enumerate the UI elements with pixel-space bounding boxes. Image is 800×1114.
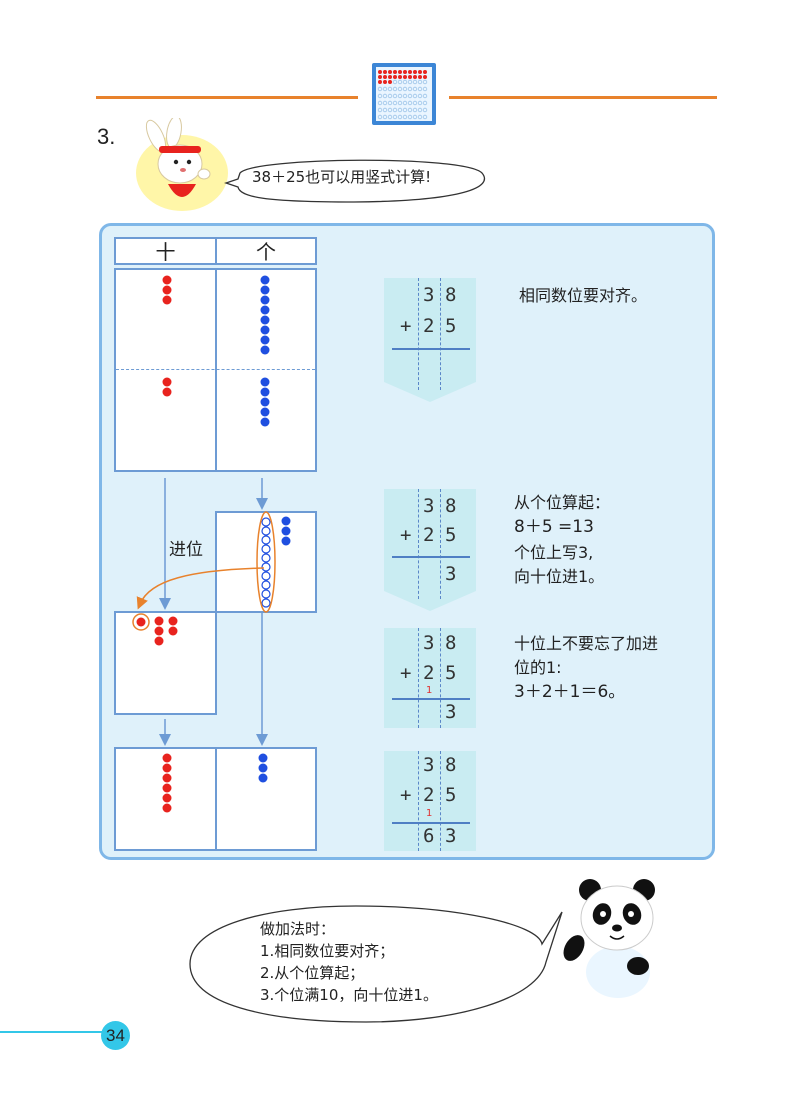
- header-rule-left: [96, 96, 358, 99]
- rabbit-illustration: [130, 115, 230, 213]
- header-rule-right: [449, 96, 717, 99]
- explanation-step1: 相同数位要对齐。: [519, 284, 647, 308]
- step3-operator: +: [400, 662, 412, 684]
- tens-header-label: 十: [155, 240, 176, 264]
- step1-arrow-box: [384, 278, 476, 402]
- explanation-step2b-line1: 个位上写3,: [514, 543, 594, 562]
- step3-sum-line: [392, 698, 470, 700]
- carry-label: 进位: [169, 540, 203, 560]
- step4-bottom-tens: 2: [423, 784, 435, 806]
- step1-top-ones: 8: [445, 284, 457, 306]
- vertical-calc-step2: 3 8 + 2 5 3: [384, 489, 476, 611]
- panda-bubble-title: 做加法时：: [260, 920, 336, 938]
- step3-divider-ones: [418, 628, 419, 728]
- page-number: 34: [101, 1021, 130, 1050]
- step2-sum-line: [392, 556, 470, 558]
- step4-bottom-ones: 5: [445, 784, 457, 806]
- counting-frame-icon: [371, 62, 437, 126]
- explanation-step2a: 从个位算起： 8＋5 =13: [514, 491, 610, 539]
- step4-operator: +: [400, 784, 412, 806]
- step2-top-ones: 8: [445, 495, 457, 517]
- explanation-step3-line1: 十位上不要忘了加进: [514, 634, 659, 653]
- step2-divider-tens: [440, 489, 441, 599]
- step1-bottom-tens: 2: [423, 315, 435, 337]
- explanation-step2b: 个位上写3, 向十位进1。: [514, 541, 604, 589]
- step3-divider-tens: [440, 628, 441, 728]
- addend-divider: [116, 369, 315, 370]
- step4-top-tens: 3: [423, 754, 435, 776]
- tens-column-header: 十: [114, 237, 217, 265]
- step4-result-ones: 3: [445, 825, 457, 847]
- step1-divider-ones: [418, 278, 419, 390]
- vertical-calc-step3: 3 8 + 2 5 1 3: [384, 628, 476, 728]
- step2-bottom-ones: 5: [445, 524, 457, 546]
- step2-arrow-box: [384, 489, 476, 611]
- step1-operator: +: [400, 315, 412, 337]
- explanation-step2a-line2: 8＋5 =13: [514, 517, 594, 537]
- place-value-beads: [132, 275, 291, 813]
- step1-top-tens: 3: [423, 284, 435, 306]
- step3-bottom-ones: 5: [445, 662, 457, 684]
- step3-result-ones: 3: [445, 701, 457, 723]
- step4-sum-line: [392, 822, 470, 824]
- explanation-step2a-line1: 从个位算起：: [514, 493, 611, 512]
- page-number-rule: [0, 1031, 102, 1033]
- panda-bubble-line2: 2.从个位算起；: [260, 964, 365, 982]
- step4-carry-digit: 1: [426, 808, 433, 819]
- step1-divider-tens: [440, 278, 441, 390]
- step4-result-tens: 6: [423, 825, 435, 847]
- step1-bottom-ones: 5: [445, 315, 457, 337]
- panda-bubble-line1: 1.相同数位要对齐；: [260, 942, 395, 960]
- step4-divider-tens: [440, 751, 441, 851]
- ones-header-label: 个: [256, 240, 276, 264]
- explanation-step3: 十位上不要忘了加进 位的1: 3＋2＋1＝6。: [514, 632, 658, 704]
- rabbit-bubble-text: 38＋25也可以用竖式计算!: [252, 168, 432, 186]
- rabbit-speech-bubble: 38＋25也可以用竖式计算!: [224, 155, 490, 205]
- step2-bottom-tens: 2: [423, 524, 435, 546]
- panda-bubble-line3: 3.个位满10，向十位进1。: [260, 986, 438, 1004]
- panda-bubble-text: 做加法时： 1.相同数位要对齐； 2.从个位算起； 3.个位满10，向十位进1。: [260, 918, 438, 1006]
- step1-sum-line: [392, 348, 470, 350]
- step2-operator: +: [400, 524, 412, 546]
- step2-top-tens: 3: [423, 495, 435, 517]
- explanation-step1-line1: 相同数位要对齐。: [519, 286, 648, 305]
- step2-result-ones: 3: [445, 563, 457, 585]
- step3-top-ones: 8: [445, 632, 457, 654]
- vertical-calc-step4: 3 8 + 2 5 1 6 3: [384, 751, 476, 851]
- step4-divider-ones: [418, 751, 419, 851]
- ones-cell-result: [215, 747, 317, 851]
- explanation-step2b-line2: 向十位进1。: [514, 567, 605, 586]
- panda-illustration: [560, 876, 672, 998]
- explanation-step3-line3: 3＋2＋1＝6。: [514, 682, 626, 702]
- step2-divider-ones: [418, 489, 419, 599]
- step4-top-ones: 8: [445, 754, 457, 776]
- tens-cell-row3: [114, 611, 217, 715]
- section-number: 3.: [97, 124, 116, 149]
- panda-speech-bubble: 做加法时： 1.相同数位要对齐； 2.从个位算起； 3.个位满10，向十位进1。: [186, 904, 566, 1024]
- step3-carry-digit: 1: [426, 685, 433, 696]
- explanation-step3-line2: 位的1:: [514, 658, 562, 677]
- vertical-calc-step1: 3 8 + 2 5: [384, 278, 476, 402]
- step3-bottom-tens: 2: [423, 662, 435, 684]
- ones-column-header: 个: [215, 237, 317, 265]
- step3-top-tens: 3: [423, 632, 435, 654]
